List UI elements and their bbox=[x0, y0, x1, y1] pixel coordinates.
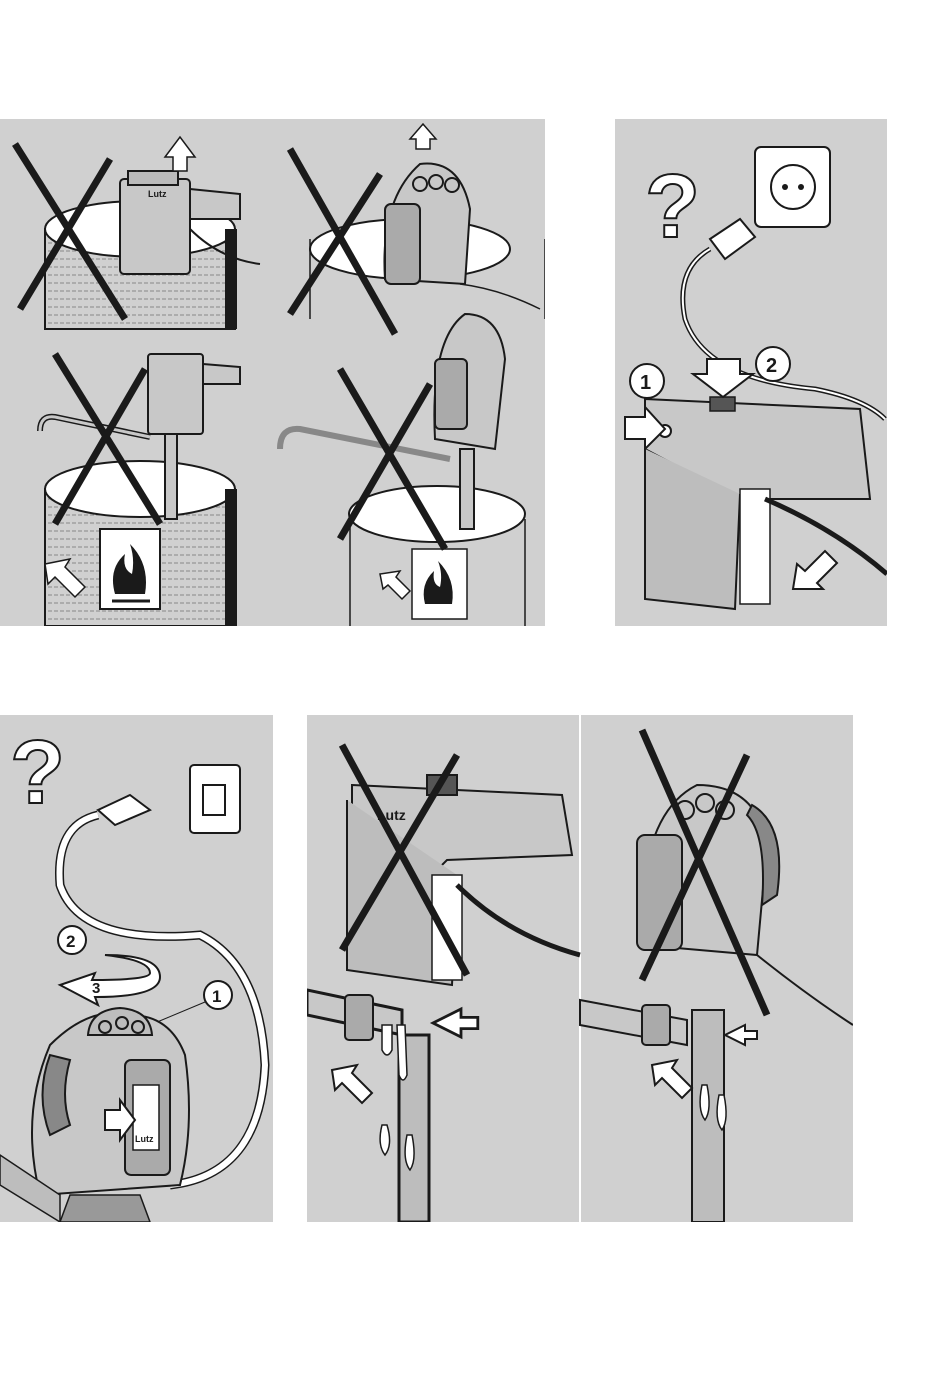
step-label-3: 3 bbox=[92, 980, 100, 997]
brand-text: Lutz bbox=[148, 189, 167, 199]
round-pump-switch-illustration: ? 2 3 1 Lutz bbox=[0, 715, 273, 1222]
question-mark: ? bbox=[10, 723, 65, 823]
leak-warning-illustration: Lutz bbox=[307, 715, 853, 1222]
arrow-up-icon bbox=[165, 137, 195, 171]
arrow-left-icon bbox=[433, 1009, 478, 1037]
arrow-pointer-icon bbox=[793, 551, 837, 589]
water-drop-icon bbox=[405, 1135, 414, 1170]
step-label-2: 2 bbox=[66, 932, 75, 951]
arrow-down-icon bbox=[693, 359, 753, 397]
panel-prohibited-setups: Lutz bbox=[0, 119, 545, 626]
scene-round-pump-leak bbox=[580, 730, 853, 1222]
step-label-1: 1 bbox=[212, 987, 221, 1006]
arrow-up-icon bbox=[410, 124, 436, 149]
panel-round-pump-switch: ? 2 3 1 Lutz bbox=[0, 715, 273, 1222]
question-mark: ? bbox=[645, 157, 700, 257]
panel-leak-warning: Lutz bbox=[307, 715, 853, 1222]
arrow-left-icon bbox=[725, 1025, 757, 1045]
step-label-2: 2 bbox=[766, 355, 777, 377]
rotate-arrow-icon bbox=[60, 955, 160, 1005]
brand-text: Lutz bbox=[135, 1134, 154, 1144]
plug-icon bbox=[710, 219, 755, 259]
scene-pump-flammable-drum bbox=[40, 354, 240, 626]
step-label-1: 1 bbox=[640, 372, 651, 394]
scene-round-pump-on-drum bbox=[290, 124, 545, 334]
arrow-pointer-icon bbox=[652, 1060, 692, 1098]
water-drop-icon bbox=[700, 1085, 709, 1120]
scene-angular-pump-leak: Lutz bbox=[307, 745, 580, 1222]
scene-round-pump-flammable-drum bbox=[280, 314, 525, 626]
scene-pump-on-drum-lift: Lutz bbox=[15, 137, 260, 329]
plug-icon bbox=[98, 795, 150, 825]
prohibited-setups-illustration: Lutz bbox=[0, 119, 545, 626]
water-drop-icon bbox=[717, 1095, 726, 1130]
panel-check-power-switch: ? 1 2 bbox=[615, 119, 887, 626]
arrow-pointer-icon bbox=[332, 1065, 372, 1103]
water-drop-icon bbox=[380, 1125, 389, 1155]
arrow-pointer-icon bbox=[380, 571, 410, 599]
power-switch-illustration: ? 1 2 bbox=[615, 119, 887, 626]
